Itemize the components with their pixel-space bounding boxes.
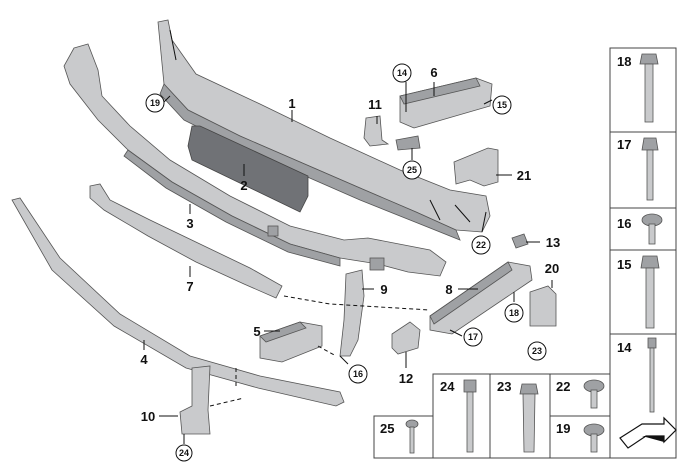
svg-text:25: 25 — [407, 165, 417, 175]
callout-21: 21 — [517, 168, 531, 183]
svg-text:17: 17 — [468, 332, 478, 342]
bolt-14-icon — [647, 337, 657, 413]
fastener-label-22: 22 — [556, 379, 570, 394]
svg-text:23: 23 — [532, 346, 542, 356]
callout-10: 10 — [141, 409, 155, 424]
bolt-17-icon — [641, 137, 659, 201]
fastener-label-24: 24 — [440, 379, 455, 394]
callout-1: 1 — [288, 96, 295, 111]
part-20-bracket — [529, 285, 557, 327]
part-9-bracket — [339, 269, 365, 357]
part-7-trim-strip — [89, 183, 283, 299]
svg-text:19: 19 — [150, 98, 160, 108]
circled-callout-18: 18 — [504, 303, 524, 323]
callout-11: 11 — [368, 97, 382, 112]
part-8-crash-box — [429, 261, 533, 335]
part-5-deformation-element — [259, 321, 323, 363]
fastener-grid-bottom-row: 24 23 22 19 25 — [373, 373, 611, 459]
screw-16-icon — [641, 213, 663, 245]
part-25-plate — [395, 135, 421, 151]
svg-text:22: 22 — [476, 240, 486, 250]
callout-3: 3 — [186, 216, 193, 231]
screw-25-icon — [405, 419, 419, 454]
fastener-label-14: 14 — [617, 340, 632, 355]
circled-callout-25: 25 — [402, 160, 422, 180]
circled-callout-14: 14 — [392, 63, 412, 83]
arrow-icon — [619, 416, 677, 449]
callout-4: 4 — [140, 352, 148, 367]
svg-text:18: 18 — [509, 308, 519, 318]
callout-2: 2 — [240, 178, 247, 193]
callout-5: 5 — [253, 324, 260, 339]
callout-8: 8 — [445, 282, 452, 297]
fastener-label-23: 23 — [497, 379, 511, 394]
part-11-bracket — [363, 115, 390, 147]
part-4-bumper-trim — [11, 197, 345, 407]
callout-12: 12 — [399, 371, 413, 386]
circled-callout-17: 17 — [463, 327, 483, 347]
callout-9: 9 — [380, 282, 387, 297]
leader-lines — [143, 82, 553, 444]
fastener-label-25: 25 — [380, 421, 394, 436]
fastener-grid-right-column: 18 17 16 15 14 — [609, 47, 677, 459]
part-12-bracket — [391, 321, 421, 355]
circled-callout-24: 24 — [175, 444, 193, 462]
screw-19-icon — [583, 423, 605, 453]
circled-callout-22: 22 — [471, 235, 491, 255]
part-2-absorber-pad — [187, 125, 309, 213]
fastener-label-15: 15 — [617, 257, 631, 272]
part-10-bracket — [179, 365, 211, 435]
alignment-lines — [209, 295, 431, 407]
svg-text:14: 14 — [397, 68, 407, 78]
circled-callout-19: 19 — [145, 93, 165, 113]
fastener-label-16: 16 — [617, 216, 631, 231]
circled-callout-16: 16 — [348, 364, 368, 384]
circled-callouts: 19 14 15 25 22 18 17 16 — [145, 63, 547, 462]
bolt-15-icon — [640, 255, 660, 329]
bolt-24-icon — [463, 379, 477, 453]
callout-numbers: 1 2 3 4 5 6 7 8 9 10 11 12 13 20 21 — [140, 65, 560, 424]
bolt-23-icon — [519, 383, 539, 453]
part-13-clip — [511, 233, 529, 249]
circled-callout-15: 15 — [492, 95, 512, 115]
callout-6: 6 — [430, 65, 437, 80]
bolt-18-icon — [639, 53, 659, 123]
screw-22-icon — [583, 379, 605, 409]
callout-20: 20 — [545, 261, 559, 276]
circled-callout-23: 23 — [527, 341, 547, 361]
fastener-label-18: 18 — [617, 54, 631, 69]
part-3-lower-carrier — [63, 43, 447, 277]
part-6-crash-box — [399, 77, 493, 129]
fastener-label-19: 19 — [556, 421, 570, 436]
svg-text:24: 24 — [179, 448, 189, 458]
callout-7: 7 — [186, 279, 193, 294]
callout-13: 13 — [546, 235, 560, 250]
svg-text:15: 15 — [497, 100, 507, 110]
part-21-bracket — [453, 147, 499, 187]
fastener-label-17: 17 — [617, 137, 631, 152]
svg-text:16: 16 — [353, 369, 363, 379]
